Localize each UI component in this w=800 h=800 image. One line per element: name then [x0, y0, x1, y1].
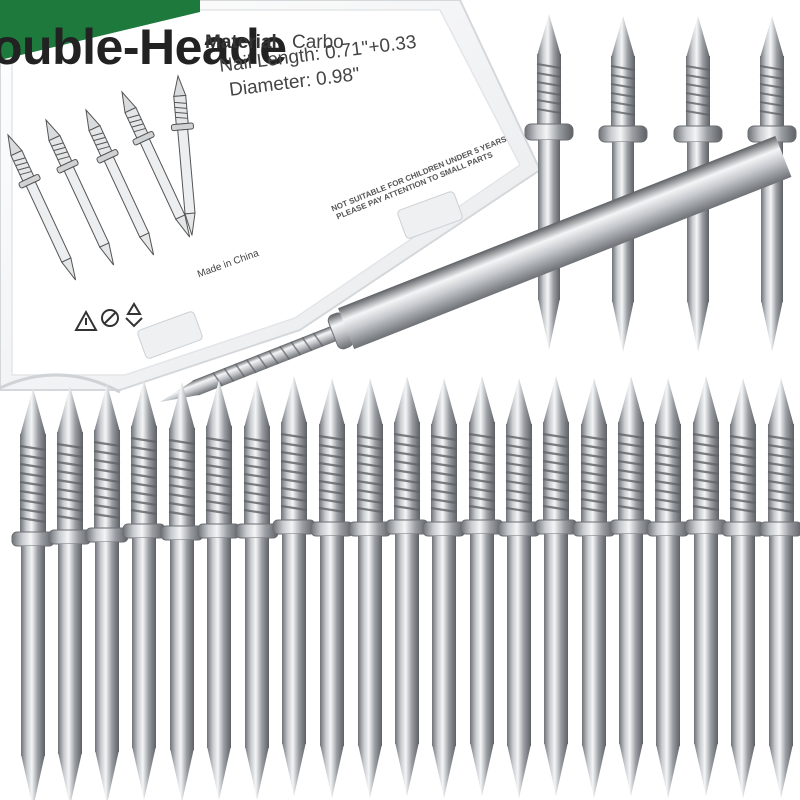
- package-box: [0, 0, 542, 394]
- warning-triangle-icon: [74, 309, 98, 331]
- recycle-icon: [125, 302, 143, 328]
- material-value: Carbo: [292, 32, 344, 53]
- nail-row: [10, 374, 800, 800]
- no-children-icon: [101, 309, 119, 327]
- material-label: Material: [205, 32, 277, 53]
- package-title: ouble-Heade: [0, 19, 287, 75]
- long-diagonal-nail: [160, 135, 792, 402]
- package-header-band: [0, 0, 200, 60]
